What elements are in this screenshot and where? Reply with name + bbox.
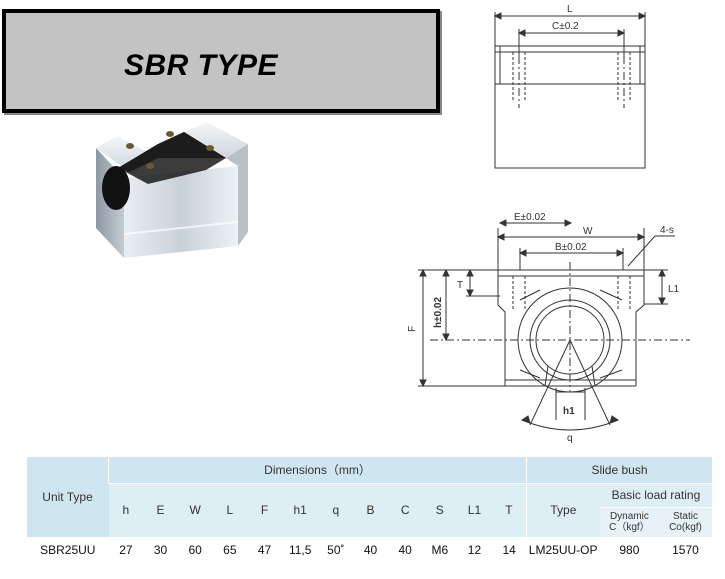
cell-T: 14 — [491, 537, 527, 563]
product-photo — [96, 122, 248, 258]
col-dynamic: Dynamic C（kgf） — [599, 506, 659, 537]
col-C: C — [387, 482, 423, 537]
cell-q: 50˚ — [318, 537, 354, 563]
cell-C: 40 — [387, 537, 423, 563]
cell-h: 27 — [108, 537, 144, 563]
cell-L: 65 — [212, 537, 248, 563]
cell-dynamic: 980 — [599, 537, 659, 563]
cell-W: 60 — [177, 537, 213, 563]
col-L: L — [212, 482, 248, 537]
dim-label-F: F — [407, 326, 418, 332]
slide-bush-header: Slide bush — [525, 457, 712, 483]
col-S: S — [422, 482, 458, 537]
dim-label-T: T — [457, 280, 463, 291]
unit-type-header: Unit Type — [27, 457, 109, 537]
col-q: q — [318, 482, 354, 537]
table-row: SBR25UU 27 30 60 65 47 11,5 50˚ 40 40 M6… — [27, 537, 712, 563]
title-banner: SBR TYPE — [2, 9, 440, 113]
col-B: B — [353, 482, 388, 537]
cell-S: M6 — [422, 537, 458, 563]
cell-static: 1570 — [658, 537, 712, 563]
dim-label-S: 4-s — [660, 225, 674, 236]
col-W: W — [177, 482, 213, 537]
cell-unit: SBR25UU — [27, 537, 109, 563]
dim-label-q: q — [567, 433, 573, 444]
cell-E: 30 — [143, 537, 178, 563]
static-unit: Co(kgf) — [669, 522, 702, 534]
technical-drawing: L C±0.2 E±0.02 W B±0.02 4-s T L1 F h±0.0… — [407, 4, 690, 444]
col-h: h — [108, 482, 144, 537]
cell-h1: 11,5 — [281, 537, 319, 563]
dim-label-B: B±0.02 — [555, 242, 587, 253]
spec-table: Unit Type Dimensions（mm） Slide bush h E … — [27, 457, 712, 563]
dim-label-h: h±0.02 — [433, 297, 444, 328]
dim-label-E: E±0.02 — [514, 212, 546, 223]
page-title: SBR TYPE — [124, 49, 279, 82]
col-static: Static Co(kgf) — [658, 506, 712, 537]
col-E: E — [143, 482, 178, 537]
basic-load-header: Basic load rating — [599, 482, 712, 507]
col-L1: L1 — [457, 482, 492, 537]
static-label: Static — [672, 511, 698, 523]
dynamic-unit: C（kgf） — [609, 522, 650, 534]
dim-label-C: C±0.2 — [552, 21, 579, 32]
dim-label-L1: L1 — [668, 284, 680, 295]
dim-label-h1: h1 — [563, 406, 575, 417]
col-h1: h1 — [281, 482, 319, 537]
dimensions-header: Dimensions（mm） — [108, 457, 527, 483]
dim-label-L: L — [567, 4, 573, 15]
dynamic-label: Dynamic — [609, 511, 649, 523]
cell-F: 47 — [247, 537, 282, 563]
cell-type: LM25UU-OP — [526, 537, 600, 563]
col-T: T — [491, 482, 527, 537]
col-type: Type — [525, 482, 600, 537]
col-F: F — [247, 482, 282, 537]
cell-B: 40 — [353, 537, 388, 563]
cell-L1: 12 — [457, 537, 492, 563]
dim-label-W: W — [583, 226, 593, 237]
